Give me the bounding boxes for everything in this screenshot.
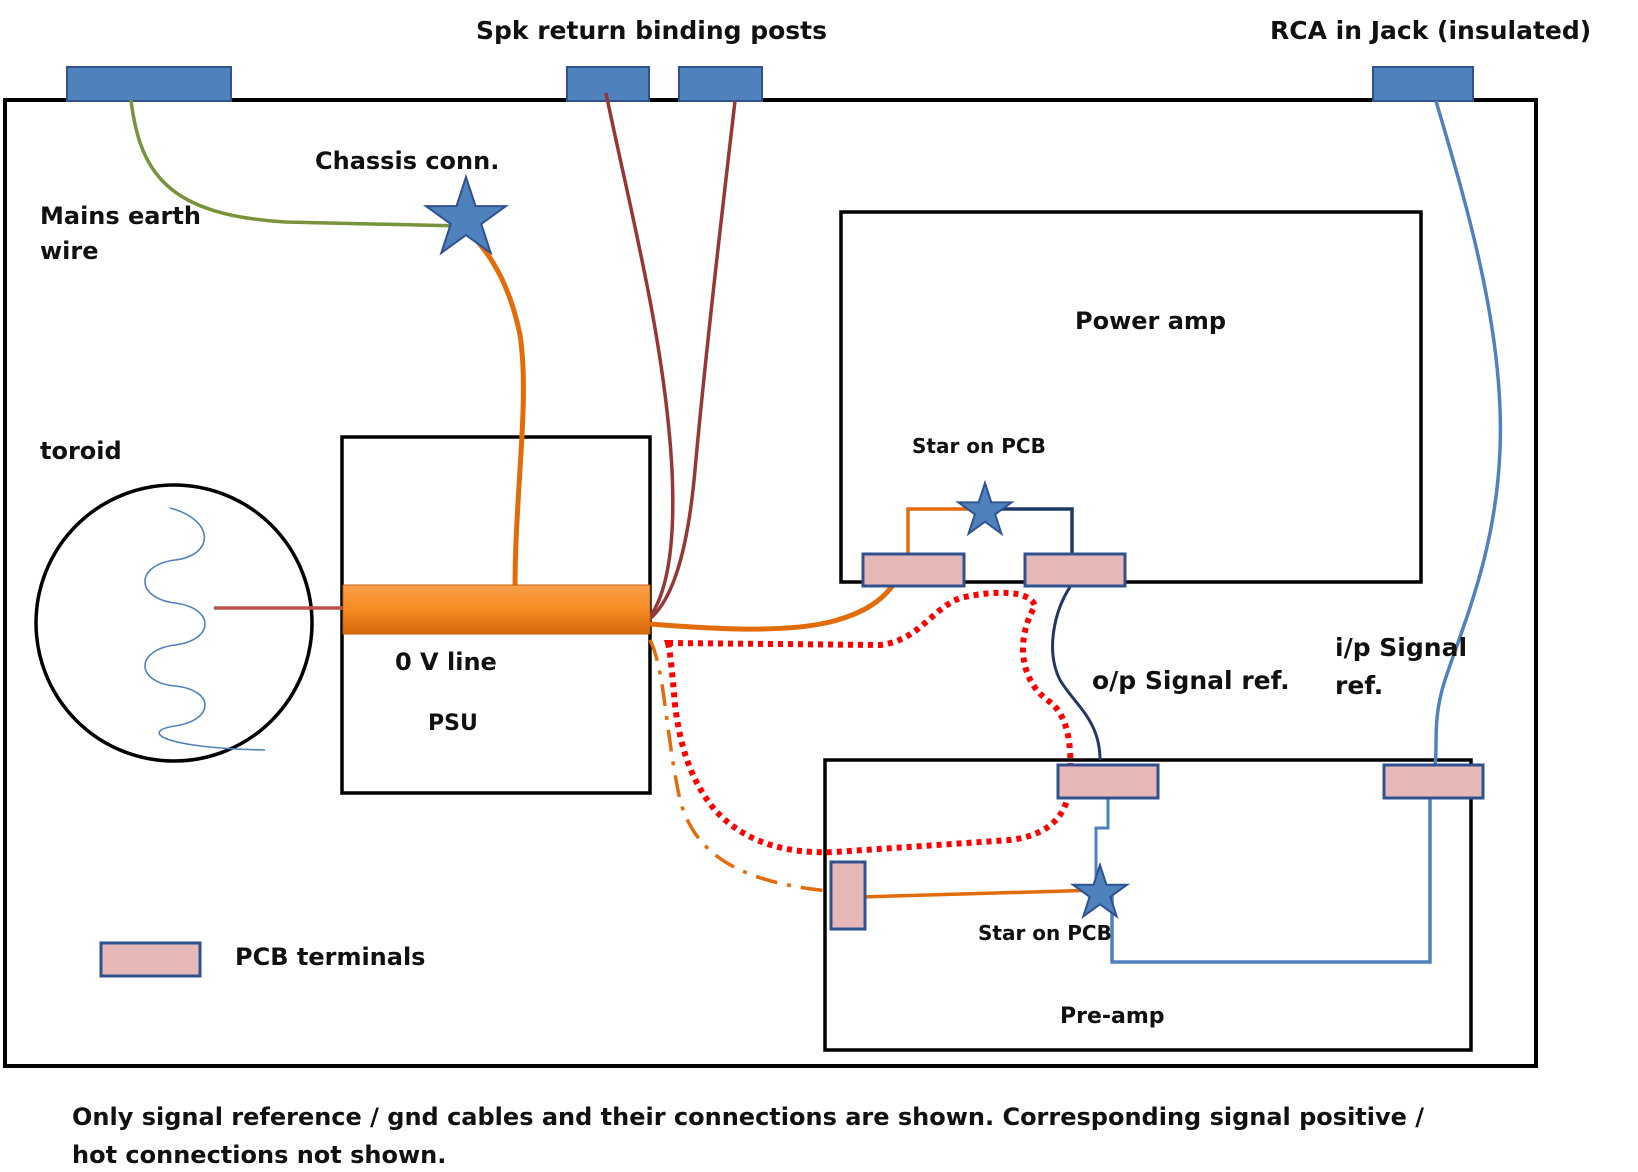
power-amp-star-label: Star on PCB (912, 434, 1046, 458)
chassis-ground-wire (460, 224, 526, 591)
footnote-line1: Only signal reference / gnd cables and t… (72, 1103, 1425, 1131)
power-amp-terminal-right (1023, 552, 1127, 588)
zero-v-line-label: 0 V line (395, 648, 497, 676)
toroid-circle (34, 483, 314, 763)
mains-earth-label-line1: Mains earth (40, 202, 201, 230)
rca-jack-connector (1372, 66, 1474, 102)
pre-amp-terminal-op-ref (1056, 763, 1160, 800)
power-amp-box (839, 210, 1423, 584)
ground-loop-dotted (664, 589, 1074, 856)
ip-signal-ref-pcb-trace (1110, 795, 1432, 964)
zero-v-line-bar (342, 584, 651, 635)
toroid-label: toroid (40, 437, 122, 465)
psu-to-pre-amp-dashdot (648, 639, 829, 893)
ip-signal-ref-label-line1: i/p Signal (1335, 633, 1468, 662)
pre-amp-terminal-side (829, 860, 867, 931)
power-amp-star-orange (906, 507, 980, 553)
chassis-outline (3, 98, 1538, 1068)
ip-signal-ref-wire (1433, 100, 1503, 766)
ip-signal-ref-label-line2: ref. (1335, 671, 1384, 700)
psu-to-power-amp-ground (649, 583, 896, 632)
chassis-conn-label: Chassis conn. (315, 147, 500, 175)
pcb-terminals-legend-label: PCB terminals (235, 943, 426, 971)
mains-earth-label-line2: wire (40, 237, 99, 265)
psu-label: PSU (428, 711, 478, 736)
power-amp-terminal-left (861, 552, 966, 588)
spk-return-wire-left (604, 92, 675, 624)
spk-return-wire-right (644, 100, 737, 624)
footnote-line2: hot connections not shown. (72, 1141, 447, 1169)
chassis-star-icon (422, 173, 510, 256)
rca-jack-label: RCA in Jack (insulated) (1270, 16, 1592, 45)
legend-terminal-swatch (99, 941, 202, 978)
pre-amp-terminal-ip-ref (1382, 763, 1485, 800)
mains-earth-wire (129, 99, 463, 228)
pre-amp-star-trace (1094, 795, 1110, 880)
power-amp-label: Power amp (1075, 307, 1227, 335)
power-amp-star-dark (980, 507, 1074, 553)
pre-amp-box (823, 758, 1473, 1052)
spk-return-label: Spk return binding posts (476, 16, 828, 45)
pre-amp-star-label: Star on PCB (978, 921, 1112, 945)
op-signal-ref-wire (1051, 586, 1102, 761)
pre-amp-star-icon (1069, 861, 1131, 920)
spk-binding-post-right (678, 66, 763, 102)
power-amp-star-icon (955, 479, 1015, 537)
mains-inlet-connector (66, 66, 232, 102)
toroid-coil (144, 507, 266, 751)
op-signal-ref-label: o/p Signal ref. (1092, 666, 1290, 695)
pre-amp-orange-ground (859, 888, 1101, 899)
pre-amp-label: Pre-amp (1060, 1004, 1165, 1029)
